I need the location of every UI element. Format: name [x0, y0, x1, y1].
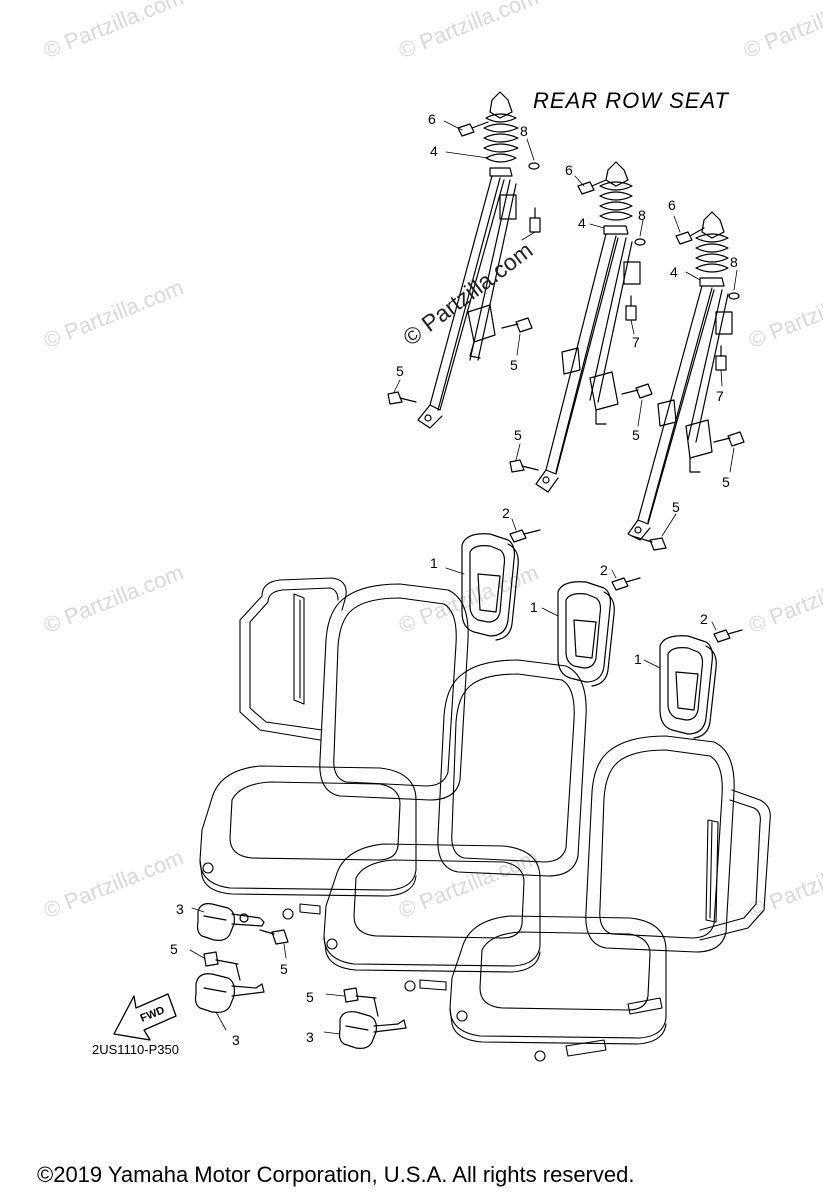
callout-2: 2: [700, 611, 708, 627]
callout-5: 5: [306, 989, 314, 1005]
callout-3: 3: [306, 1029, 314, 1045]
bolt-2b: [611, 569, 641, 591]
bolt-7b: [625, 295, 637, 335]
callout-7: 7: [716, 388, 724, 404]
headrest-center: [557, 581, 615, 687]
callout-4: 4: [430, 143, 438, 159]
seat-belt-center: [535, 161, 641, 493]
bolt-2a: [509, 518, 541, 543]
callout-5: 5: [510, 357, 518, 373]
callout-3: 3: [176, 901, 184, 917]
callout-1: 1: [634, 651, 642, 667]
buckle-lower-center: [323, 1011, 407, 1049]
bolt-5b: [387, 379, 417, 405]
callout-5: 5: [672, 499, 680, 515]
fwd-arrow-icon: FWD: [113, 993, 177, 1041]
callout-5: 5: [514, 427, 522, 443]
leader-4c: [685, 271, 701, 281]
leader-4b: [589, 223, 605, 229]
leader-1b: [541, 607, 559, 617]
callout-1: 1: [430, 555, 438, 571]
callout-7: 7: [632, 334, 640, 350]
callout-1: 1: [530, 599, 538, 615]
washer-8b: [634, 219, 646, 246]
bolt-2c: [711, 621, 743, 643]
callout-8: 8: [638, 207, 646, 223]
bolt-7a: [521, 207, 541, 241]
bolt-5a: [501, 317, 533, 356]
bolt-7c: [715, 345, 727, 387]
diagram-code: 2US1110-P350: [92, 1042, 179, 1057]
diagram-title: REAR ROW SEAT: [533, 88, 729, 113]
callout-5: 5: [396, 363, 404, 379]
callout-6: 6: [565, 162, 573, 178]
bolt-5e: [713, 431, 745, 473]
bolt-5h: [189, 949, 241, 981]
callout-4: 4: [578, 215, 586, 231]
callout-2: 2: [502, 505, 510, 521]
callout-5: 5: [632, 427, 640, 443]
bolt-5f: [631, 513, 677, 551]
callout-6: 6: [668, 197, 676, 213]
buckle-lower-left: [194, 973, 265, 1031]
washer-8a: [526, 138, 540, 170]
callout-3: 3: [232, 1032, 240, 1048]
buckle-upper-left: [191, 903, 265, 941]
washer-8c: [728, 269, 740, 300]
callout-5: 5: [280, 961, 288, 977]
bolt-5c: [621, 383, 653, 427]
rear-seat-bench: [199, 577, 771, 1062]
seat-belt-left: [417, 91, 519, 429]
headrest-left: [461, 533, 519, 641]
bolt-5g: [259, 929, 289, 959]
bolt-6b: [574, 175, 607, 195]
bolt-6a: [443, 120, 489, 137]
callout-2: 2: [600, 562, 608, 578]
seat-belt-right: [627, 211, 733, 541]
callout-6: 6: [428, 111, 436, 127]
callout-8: 8: [730, 254, 738, 270]
leader-1c: [643, 659, 661, 669]
callout-4: 4: [670, 264, 678, 280]
callout-5: 5: [722, 474, 730, 490]
leader-1a: [445, 567, 465, 575]
callout-8: 8: [520, 123, 528, 139]
bolt-5d: [509, 443, 539, 473]
headrest-right: [659, 635, 717, 739]
copyright-notice: ©2019 Yamaha Motor Corporation, U.S.A. A…: [37, 1162, 635, 1187]
leader-4a: [445, 151, 489, 159]
bolt-5i: [325, 987, 379, 1017]
bolt-6c: [673, 215, 705, 245]
callout-5: 5: [170, 941, 178, 957]
